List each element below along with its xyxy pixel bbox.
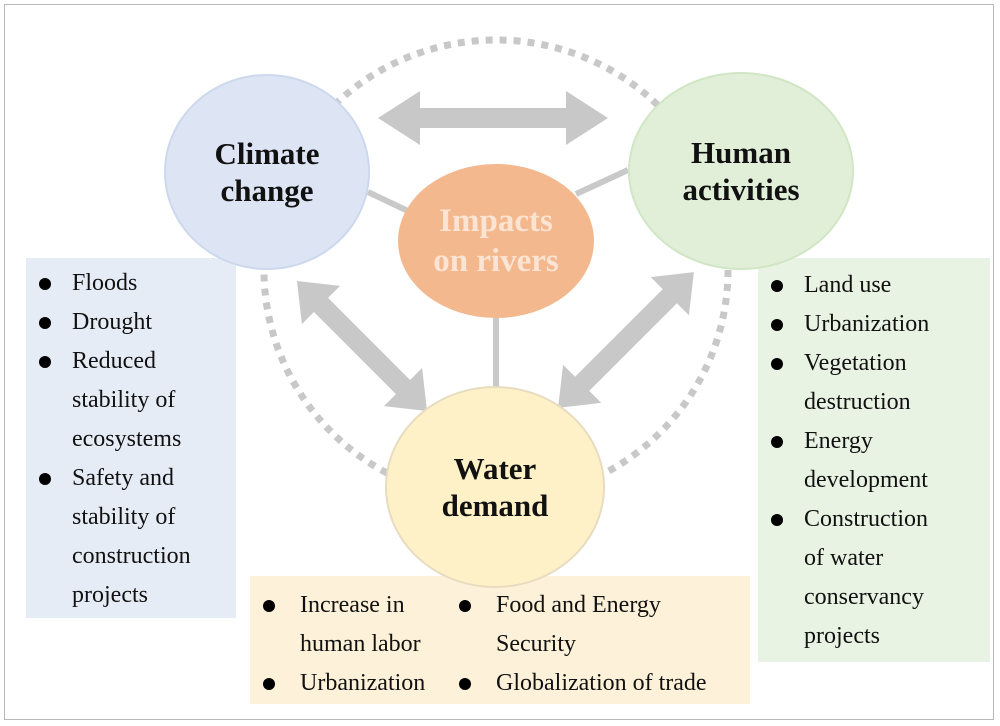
arrow-human-water xyxy=(558,272,694,408)
water-demand-node: Water demand xyxy=(385,386,605,588)
bullet-line: Globalization of trade xyxy=(496,670,707,696)
bullet-line: Safety and xyxy=(72,465,174,491)
bullet-line: Food and Energy xyxy=(496,592,661,618)
bullet-line: Reduced xyxy=(72,348,156,374)
impacts-on-rivers-title: Impacts on rivers xyxy=(433,203,559,279)
bullet-line: development xyxy=(804,467,928,493)
bullet-line: Urbanization xyxy=(804,311,930,337)
bullet-item: Energy development xyxy=(758,422,990,500)
bullet-item: Increase in human labor xyxy=(250,586,450,664)
figure-frame xyxy=(4,4,994,720)
bullet-item: Vegetation destruction xyxy=(758,344,990,422)
bullet-line: conservancy xyxy=(804,584,924,610)
bullet-line: Drought xyxy=(72,309,152,335)
bullet-line: stability of xyxy=(72,387,176,413)
bullet-line: ecosystems xyxy=(72,426,182,452)
bullet-item: Safety and stability of construction projec… xyxy=(26,459,236,615)
bullet-item: Land use xyxy=(758,266,990,305)
dotted-ring xyxy=(260,36,732,504)
connector-climate xyxy=(366,189,412,215)
bullet-item: Globalization of trade xyxy=(446,664,746,703)
arrow-climate-human xyxy=(378,91,608,145)
bullet-line: of water xyxy=(804,545,884,571)
impacts-on-rivers-node: Impacts on rivers xyxy=(398,164,594,318)
bullet-line: projects xyxy=(72,582,148,608)
human-activities-node: Human activities xyxy=(628,72,854,270)
bullet-item: Urbanization xyxy=(758,305,990,344)
bullet-line: Floods xyxy=(72,270,138,296)
bullet-line: construction xyxy=(72,543,191,569)
bullet-item: Construction of water conservancy projects xyxy=(758,500,990,656)
bullet-line: stability of xyxy=(72,504,176,530)
bullet-line: Construction xyxy=(804,506,928,532)
water-demand-title: Water demand xyxy=(441,451,549,523)
bullet-line: projects xyxy=(804,623,880,649)
bullet-item: Urbanization xyxy=(250,664,450,703)
climate-change-title: Climate change xyxy=(214,136,320,208)
bullet-item: Floods xyxy=(26,264,236,303)
arrow-climate-water xyxy=(296,280,428,412)
bullet-line: Increase in xyxy=(300,592,405,618)
bullet-line: destruction xyxy=(804,389,911,415)
bullet-item: Drought xyxy=(26,303,236,342)
bullet-line: human labor xyxy=(300,631,421,657)
bullet-line: Land use xyxy=(804,272,892,298)
bullet-line: Security xyxy=(496,631,576,657)
climate-change-node: Climate change xyxy=(164,74,370,270)
bullet-line: Energy xyxy=(804,428,873,454)
bullet-line: Vegetation xyxy=(804,350,907,376)
connector-human xyxy=(574,167,630,197)
bullet-line: Urbanization xyxy=(300,670,426,696)
bullet-item: Reduced stability of ecosystems xyxy=(26,342,236,459)
human-activities-title: Human activities xyxy=(682,135,800,207)
